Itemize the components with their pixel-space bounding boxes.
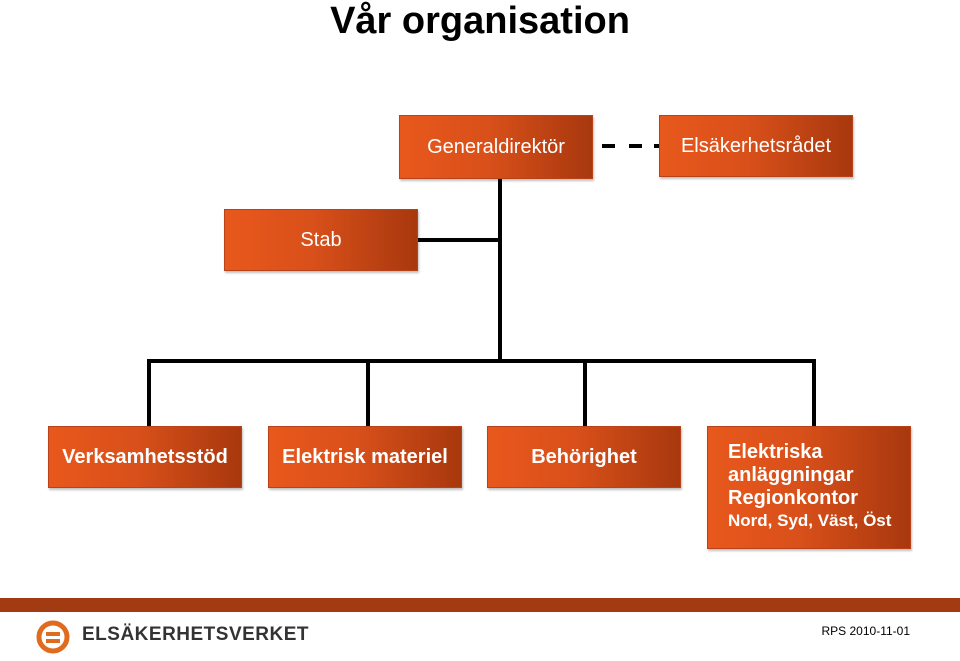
- box-elektrisk-materiel: Elektrisk materiel: [268, 426, 462, 488]
- footer-date-note: RPS 2010-11-01: [821, 624, 911, 638]
- box-verksamhetsstod: Verksamhetsstöd: [48, 426, 242, 488]
- box-stab: Stab: [224, 209, 418, 271]
- box-behorighet-label: Behörighet: [531, 445, 637, 468]
- box-elsakerhetsradet: Elsäkerhetsrådet: [659, 115, 853, 177]
- connector-drop-2: [366, 359, 370, 427]
- box-elektriska-anlaggningar: Elektriska anläggningar Regionkontor Nor…: [707, 426, 911, 549]
- box-generaldirektor-label: Generaldirektör: [427, 135, 565, 158]
- box-elsakerhetsradet-label: Elsäkerhetsrådet: [680, 134, 832, 157]
- box-elektrisk-materiel-label: Elektrisk materiel: [282, 445, 448, 468]
- box-behorighet: Behörighet: [487, 426, 681, 488]
- connector-drop-1: [147, 359, 151, 427]
- box-elektriska-anlaggningar-line1: Elektriska: [728, 441, 823, 463]
- connector-drop-3: [583, 359, 587, 427]
- box-verksamhetsstod-label: Verksamhetsstöd: [62, 445, 228, 468]
- connector-stab: [418, 238, 500, 242]
- connector-gd-vertical: [498, 178, 502, 362]
- box-elektriska-anlaggningar-line3: Regionkontor: [728, 487, 858, 509]
- page-title: Vår organisation: [330, 0, 630, 42]
- dashed-link-segment: [629, 144, 642, 148]
- box-stab-label: Stab: [300, 228, 342, 251]
- dashed-link-segment: [654, 144, 660, 148]
- connector-drop-4: [812, 359, 816, 427]
- elsakerhetsverket-logo-icon: [36, 620, 70, 659]
- footer-band: [0, 598, 960, 612]
- connector-horizontal-bus: [147, 359, 816, 363]
- logo-wordmark: ELSÄKERHETSVERKET: [82, 624, 310, 645]
- box-elektriska-anlaggningar-line4: Nord, Syd, Väst, Öst: [728, 511, 892, 530]
- box-generaldirektor: Generaldirektör: [399, 115, 593, 179]
- box-elektriska-anlaggningar-line2: anläggningar: [728, 464, 854, 486]
- dashed-link-segment: [602, 144, 615, 148]
